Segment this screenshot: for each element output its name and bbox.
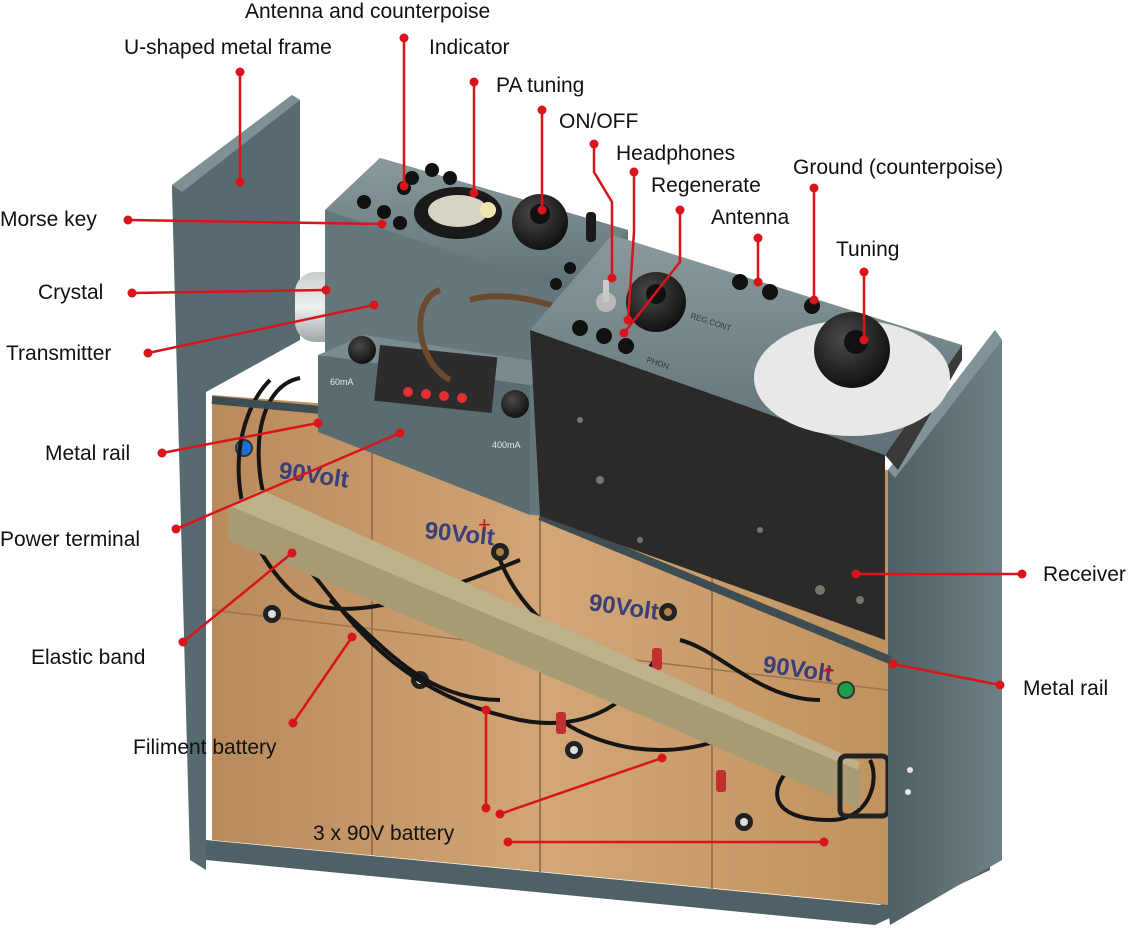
label-receiver: Receiver xyxy=(1043,563,1126,586)
label-elastic-band: Elastic band xyxy=(31,646,146,669)
label-headphones: Headphones xyxy=(616,142,736,165)
on-off-switch xyxy=(586,212,596,242)
label-filiment-battery: Filiment battery xyxy=(133,736,277,759)
label-antenna-counterpoise: Antenna and counterpoise xyxy=(245,0,491,23)
label-transmitter: Transmitter xyxy=(6,342,112,365)
receiver: REG.CONT PHON xyxy=(530,235,962,640)
label-morse-key: Morse key xyxy=(0,208,97,231)
label-ground: Ground (counterpoise) xyxy=(793,156,1004,179)
u-frame-base xyxy=(206,840,990,925)
svg-text:+: + xyxy=(478,512,491,537)
label-3x90v-battery: 3 x 90V battery xyxy=(313,822,455,845)
label-tuning: Tuning xyxy=(836,238,900,261)
callout-dots xyxy=(123,33,1027,847)
svg-text:+: + xyxy=(822,658,835,683)
radio-set: 90Volt 90Volt 90Volt 90Volt + + xyxy=(172,95,1002,925)
callouts xyxy=(127,38,1022,844)
label-crystal: Crystal xyxy=(38,281,104,304)
u-frame-right-wall xyxy=(888,330,1002,925)
label-indicator: Indicator xyxy=(429,36,510,59)
label-metal-rail-left: Metal rail xyxy=(45,442,131,465)
label-antenna: Antenna xyxy=(711,206,790,229)
green-terminal xyxy=(837,681,855,699)
label-on-off: ON/OFF xyxy=(559,110,639,133)
label-pa-tuning: PA tuning xyxy=(496,74,585,97)
u-frame-left-wall xyxy=(172,95,300,870)
label-u-frame: U-shaped metal frame xyxy=(124,36,332,59)
label-metal-rail-right: Metal rail xyxy=(1023,677,1109,700)
label-regenerate: Regenerate xyxy=(651,174,761,197)
meter-60ma-text: 60mA xyxy=(330,377,354,387)
receiver-front-plate xyxy=(530,330,885,640)
meter-400ma-text: 400mA xyxy=(492,440,521,450)
label-power-terminal: Power terminal xyxy=(0,528,141,551)
